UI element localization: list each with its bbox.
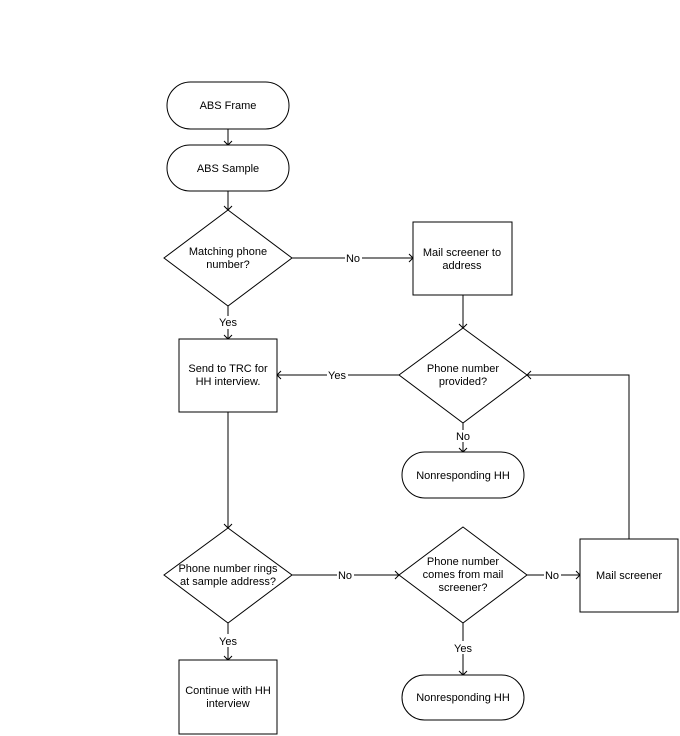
edge-label-rings-no: No (338, 570, 352, 582)
node-matching-phone: Matching phone number? (163, 209, 293, 307)
process-shape (579, 538, 679, 613)
edge-label-provided-no: No (456, 431, 470, 443)
node-abs-frame: ABS Frame (166, 81, 290, 130)
terminal-shape (401, 451, 525, 499)
process-shape (178, 659, 278, 735)
node-phone-from-mail: Phone number comes from mail screener? (398, 526, 528, 624)
process-shape (412, 221, 513, 296)
decision-shape (398, 526, 528, 624)
decision-shape (163, 527, 293, 624)
edge-label-frommail-no: No (545, 570, 559, 582)
node-label-line: Continue with HH (185, 685, 271, 697)
edge-label-matching-no: No (346, 253, 360, 265)
node-label-line: comes from mail (423, 569, 504, 581)
node-nonresponding-2: Nonresponding HH (401, 674, 525, 721)
node-nonresponding-1: Nonresponding HH (401, 451, 525, 499)
node-mail-screener: Mail screener (579, 538, 679, 613)
terminal-shape (166, 144, 290, 192)
terminal-shape (166, 81, 290, 130)
edge-mailscreener-to-provided (527, 374, 630, 539)
edge-label-provided-yes: Yes (328, 370, 346, 382)
node-phone-provided: Phone number provided? (398, 327, 528, 424)
node-label: Nonresponding HH (416, 692, 510, 704)
edge-labels: No Yes Yes No No Yes No Yes (219, 253, 559, 655)
node-label-line: interview (206, 698, 249, 710)
node-label-line: Mail screener to (423, 247, 501, 259)
node-label-line: Phone number rings (178, 563, 278, 575)
node-label: ABS Sample (197, 163, 259, 175)
edge-label-frommail-yes: Yes (454, 643, 472, 655)
node-label-line: screener? (439, 582, 488, 594)
node-label-line: address (442, 260, 482, 272)
node-label-line: number? (206, 259, 249, 271)
node-label: ABS Frame (200, 100, 257, 112)
edge-label-rings-yes: Yes (219, 636, 237, 648)
terminal-shape (401, 674, 525, 721)
node-label-line: HH interview. (196, 376, 261, 388)
node-label-line: Phone number (427, 556, 499, 568)
node-mail-screener-address: Mail screener to address (412, 221, 513, 296)
node-send-trc: Send to TRC for HH interview. (178, 338, 278, 413)
node-label-line: Matching phone (189, 246, 267, 258)
edge-label-matching-yes: Yes (219, 317, 237, 329)
node-label-line: Send to TRC for (188, 363, 268, 375)
node-phone-rings: Phone number rings at sample address? (163, 527, 293, 624)
node-label-line: at sample address? (180, 576, 276, 588)
node-continue-interview: Continue with HH interview (178, 659, 278, 735)
node-abs-sample: ABS Sample (166, 144, 290, 192)
decision-shape (398, 327, 528, 424)
connectors (223, 129, 630, 676)
node-label-line: Phone number (427, 363, 499, 375)
node-label: Mail screener (596, 570, 662, 582)
process-shape (178, 338, 278, 413)
node-label-line: provided? (439, 376, 487, 388)
node-label: Nonresponding HH (416, 470, 510, 482)
decision-shape (163, 209, 293, 307)
